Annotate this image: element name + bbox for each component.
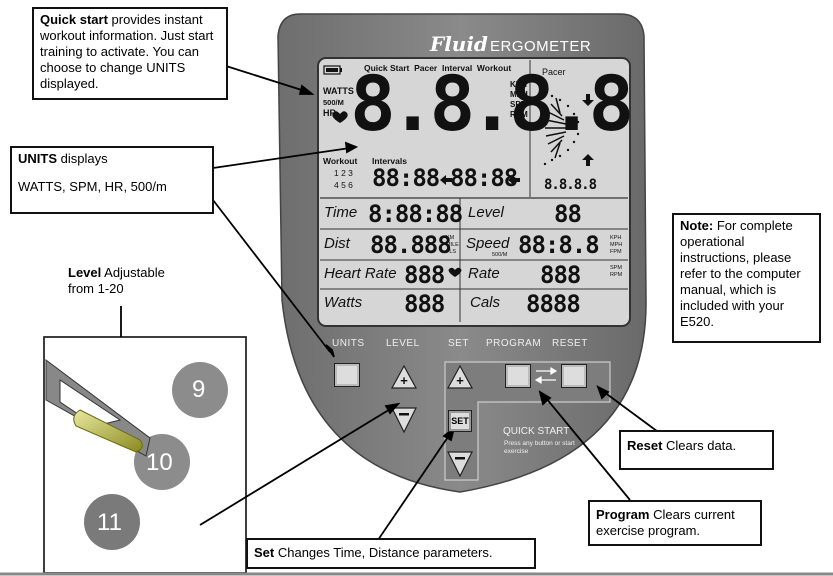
callout-reset: Reset Clears data.	[619, 430, 774, 470]
callout-note-title: Note:	[680, 218, 714, 233]
leader-lines	[120, 65, 666, 541]
workout-label: Workout	[323, 156, 358, 166]
units-label: UNITS	[332, 338, 365, 349]
callout-units-text: displays	[57, 151, 108, 166]
brand-logo: Fluid	[430, 32, 488, 56]
program-button[interactable]	[505, 364, 531, 388]
arrow-down-icon	[582, 94, 594, 106]
intervals-label: Intervals	[372, 156, 407, 166]
row-level-value: 88	[554, 200, 582, 228]
callout-level: Level Adjustable from 1-20	[64, 263, 182, 306]
label-hr: HR	[323, 108, 336, 118]
callout-reset-text: Clears data.	[662, 438, 737, 453]
callout-program: Program Clears current exercise program.	[588, 500, 762, 546]
callout-program-text: Clears current exercise program.	[596, 507, 735, 538]
row-speed-label: Speed	[466, 235, 510, 252]
model-name: ERGOMETER	[490, 38, 592, 55]
quick-start-label: QUICK START	[503, 426, 570, 437]
main-digits: 8.8.8.8	[350, 59, 634, 148]
units-button[interactable]	[334, 363, 360, 387]
svg-text:+: +	[400, 373, 408, 388]
row-rate-unit: SPM RPM	[610, 265, 623, 278]
set-down-button	[447, 451, 473, 478]
callout-quick-start-title: Quick start	[40, 12, 108, 27]
callout-set-text: Changes Time, Distance parameters.	[274, 545, 493, 560]
row-dist-label: Dist	[324, 235, 350, 252]
pacer-digits: 8.8.8.8	[544, 177, 597, 193]
callout-units-title: UNITS	[18, 151, 57, 166]
pacer-dots	[543, 90, 580, 166]
unit-spm: SPM	[510, 100, 528, 109]
knob-number-10-text: 10	[146, 449, 173, 476]
row-time-value: 8:88:88	[368, 200, 463, 228]
label-watts: WATTS	[323, 86, 354, 96]
row-dist-unit: KM MILE FLS	[446, 235, 459, 255]
pacer-dial-icon	[545, 97, 568, 159]
reset-label: RESET	[552, 338, 588, 349]
heart-icon-small	[448, 267, 462, 277]
mode-labels: Quick Start Pacer Interval Workout	[364, 63, 512, 73]
lcd-screen	[317, 57, 631, 327]
level-down-button	[391, 407, 417, 434]
row-watts-label: Watts	[324, 294, 363, 311]
row-speed-value: 88:8.8	[518, 231, 600, 259]
set-button[interactable]: SET	[448, 410, 472, 432]
callout-set: Set Changes Time, Distance parameters.	[246, 538, 536, 569]
unit-kph: KPH	[510, 80, 527, 89]
knob-number-9	[172, 362, 228, 418]
row-watts-value: 888	[404, 290, 445, 318]
callout-units-text2: WATTS, SPM, HR, 500/m	[18, 179, 167, 194]
row-cals-label: Cals	[470, 294, 501, 311]
quick-start-sub: Press any button or start exercise	[504, 440, 575, 455]
arrow-up-icon	[582, 154, 594, 166]
heart-icon	[332, 111, 348, 123]
interval-digits-1: 88:88	[372, 164, 440, 192]
workout-numbers-1: 1 2 3	[334, 168, 353, 178]
callout-reset-title: Reset	[627, 438, 663, 453]
set-label: SET	[448, 338, 469, 349]
control-recess	[444, 361, 611, 481]
callout-quick-start: Quick start provides instant workout inf…	[32, 7, 228, 100]
callout-program-title: Program	[596, 507, 650, 522]
label-500m: 500/M	[323, 98, 344, 107]
callout-note: Note: For complete operational instructi…	[672, 213, 821, 343]
callout-set-title: Set	[254, 545, 275, 560]
program-label: PROGRAM	[486, 338, 542, 349]
callout-level-text: Adjustable from 1-20	[68, 265, 165, 296]
row-rate-label: Rate	[468, 265, 500, 282]
row-speed-unit: KPH MPH FPM	[610, 235, 623, 255]
interval-digits-2: 88:88	[450, 164, 518, 192]
callout-quick-start-text: provides instant workout information. Ju…	[40, 12, 214, 91]
level-label: LEVEL	[386, 338, 420, 349]
unit-mph: MPH	[510, 90, 528, 99]
row-hr-value: 888	[404, 261, 445, 289]
svg-text:+: +	[456, 373, 464, 388]
set-up-button: +	[446, 364, 474, 389]
callout-level-title: Level	[68, 265, 102, 280]
swap-arrows-icon	[534, 366, 558, 385]
row-level-label: Level	[468, 204, 504, 221]
unit-rpm: RPM	[510, 110, 528, 119]
arrow-left-icon	[440, 175, 452, 185]
level-up-button: +	[390, 364, 418, 389]
arrow-left-icon-2	[508, 175, 520, 185]
knob-number-11-text: 11	[97, 509, 122, 536]
pacer-label: Pacer	[542, 67, 566, 77]
row-rate-value: 888	[540, 261, 581, 289]
workout-numbers-2: 4 5 6	[334, 180, 353, 190]
row-time-label: Time	[324, 204, 358, 221]
callout-note-text: For complete operational instructions, p…	[680, 218, 801, 329]
reset-button[interactable]	[561, 364, 587, 388]
pointer-bulb	[74, 410, 143, 452]
callout-units: UNITS displays WATTS, SPM, HR, 500/m	[10, 146, 214, 214]
row-hr-label: Heart Rate	[324, 265, 397, 282]
row-speed-sub: 500/M	[492, 252, 508, 258]
row-dist-value: 88.888	[370, 231, 452, 259]
row-cals-value: 8888	[526, 290, 581, 318]
knob-number-9-text: 9	[192, 376, 206, 403]
knob-number-11	[84, 494, 140, 550]
